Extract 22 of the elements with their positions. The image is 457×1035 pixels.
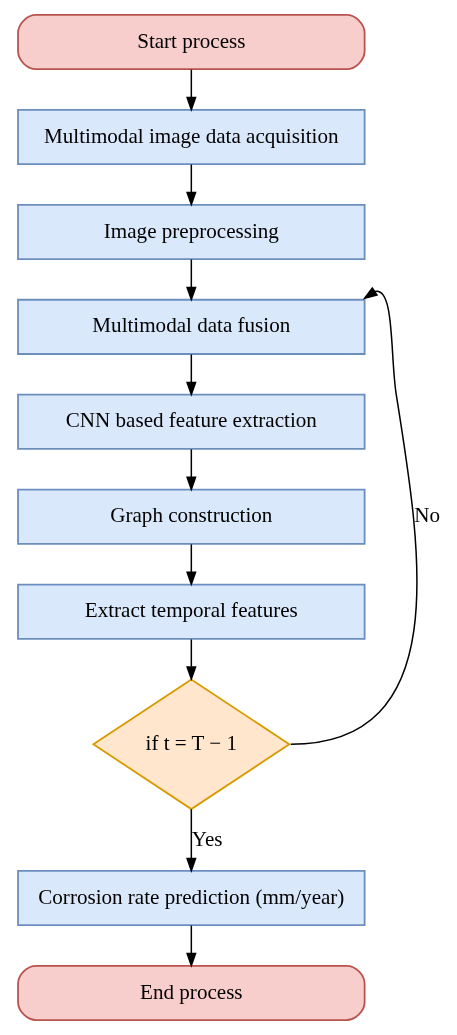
arrow: [185, 68, 197, 112]
arrow: [185, 638, 197, 682]
arrow: [289, 286, 418, 746]
node-box: Extract temporal features: [16, 583, 366, 640]
node-box: CNN based feature extraction: [16, 393, 366, 450]
node-box: Start process: [16, 14, 366, 71]
arrow: [185, 353, 197, 397]
node-box: Graph construction: [16, 488, 366, 545]
node-box: End process: [16, 964, 366, 1021]
node-box: Multimodal data fusion: [16, 298, 366, 355]
node-box: Multimodal image data acquisition: [16, 108, 366, 166]
arrow: [185, 258, 197, 302]
arrow: [185, 543, 197, 587]
edge-label: No: [413, 503, 440, 528]
edge-label: Yes: [191, 826, 222, 851]
arrow: [185, 448, 197, 492]
node-box: Corrosion rate prediction (mm/year): [16, 869, 366, 927]
arrow: [185, 808, 197, 873]
node-diamond: if t = T − 1: [91, 678, 291, 811]
arrow: [185, 163, 197, 207]
node-box: Image preprocessing: [16, 203, 366, 260]
arrow: [185, 924, 197, 968]
